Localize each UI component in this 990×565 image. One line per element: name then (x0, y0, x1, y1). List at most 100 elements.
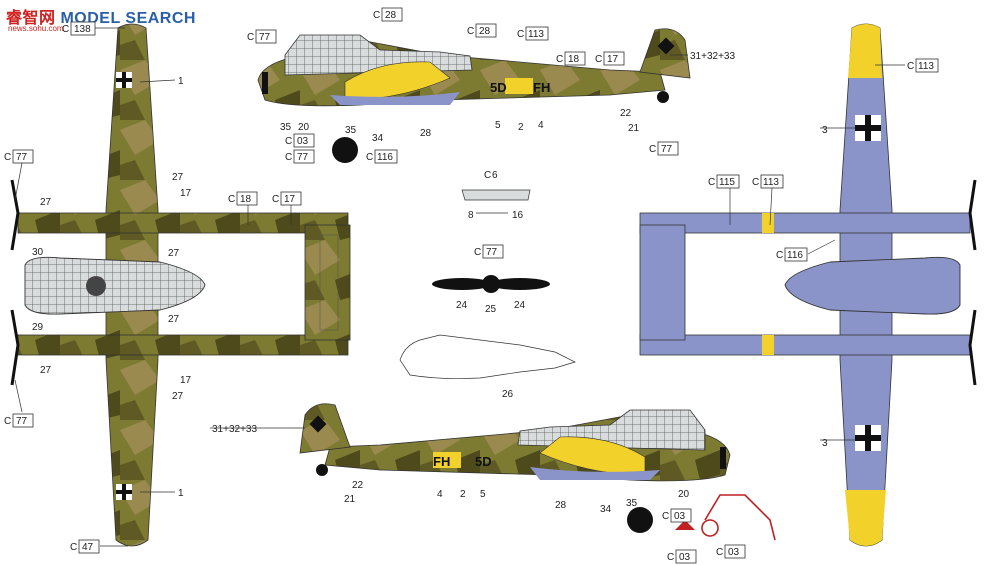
callout-c6: 6 (492, 170, 498, 181)
num-27d: 27 (168, 314, 180, 325)
callout-c03a: 03 (297, 136, 309, 147)
svg-text:C: C (4, 152, 11, 163)
svg-text:C: C (556, 54, 563, 65)
num-35c: 35 (626, 498, 638, 509)
watermark-brand-cn: 睿智网 (6, 10, 56, 27)
num-2b: 2 (460, 489, 466, 500)
svg-text:C: C (474, 247, 481, 258)
num-5b: 5 (480, 489, 486, 500)
num-31-32-33a: 31+32+33 (690, 51, 735, 62)
num-27a: 27 (40, 197, 52, 208)
num-22a: 22 (620, 108, 632, 119)
num-3b: 3 (822, 438, 828, 449)
svg-text:C: C (595, 54, 602, 65)
svg-text:C: C (62, 24, 69, 35)
unit-code-right-b: 5D (475, 454, 492, 469)
callout-c77-tail: 77 (661, 144, 673, 155)
num-29: 29 (32, 322, 44, 333)
svg-text:C: C (907, 61, 914, 72)
balkenkreuz-icon (855, 425, 881, 451)
num-22b: 22 (352, 480, 364, 491)
svg-text:C: C (667, 552, 674, 563)
callout-c77-left1: 77 (16, 152, 28, 163)
svg-text:C: C (70, 542, 77, 553)
num-8: 8 (468, 210, 474, 221)
svg-text:C: C (716, 547, 723, 558)
callout-c28b: 28 (479, 26, 491, 37)
num-24a: 24 (456, 300, 468, 311)
svg-text:C: C (366, 152, 373, 163)
callout-c47: 47 (82, 542, 94, 553)
callout-c03c: 03 (679, 552, 691, 563)
svg-text:C: C (228, 194, 235, 205)
num-35b: 35 (345, 125, 357, 136)
detail-panel (399, 189, 776, 541)
callout-c77-wheel: 77 (297, 152, 309, 163)
num-28a: 28 (420, 128, 432, 139)
unit-code-left-b: FH (433, 454, 450, 469)
callout-c28a: 28 (385, 10, 397, 21)
num-1b: 1 (178, 488, 184, 499)
callout-c18b: 18 (240, 194, 252, 205)
num-21b: 21 (344, 494, 356, 505)
num-1a: 1 (178, 76, 184, 87)
num-31-32-33b: 31+32+33 (212, 424, 257, 435)
num-4a: 4 (538, 120, 544, 131)
callout-c113-top: 113 (918, 61, 934, 72)
part-numbers: 1 1 3 3 27 17 27 30 29 27 27 27 17 27 35… (32, 51, 828, 515)
callout-c18a: 18 (568, 54, 580, 65)
num-27f: 27 (172, 391, 184, 402)
callout-c116a: 116 (377, 152, 393, 163)
callout-c116b: 116 (787, 250, 803, 261)
callout-c77-nose: 77 (259, 32, 271, 43)
svg-text:C: C (285, 152, 292, 163)
callout-c113a: 113 (528, 29, 544, 40)
balkenkreuz-icon (855, 115, 881, 141)
svg-text:C: C (272, 194, 279, 205)
num-24b: 24 (514, 300, 526, 311)
callout-c113b: 113 (763, 177, 779, 188)
svg-text:C: C (708, 177, 715, 188)
side-profile-left: 5D FH (257, 28, 691, 163)
num-34a: 34 (372, 133, 384, 144)
num-27e: 27 (40, 365, 52, 376)
callout-c17a: 17 (607, 54, 619, 65)
num-34b: 34 (600, 504, 612, 515)
callout-c17b: 17 (284, 194, 296, 205)
callout-c115: 115 (719, 177, 735, 188)
watermark-url: news.sohu.com (8, 24, 64, 33)
svg-text:C: C (752, 177, 759, 188)
top-view (10, 23, 351, 547)
callout-c77-prop: 77 (486, 247, 498, 258)
num-20a: 20 (298, 122, 310, 133)
svg-text:C: C (467, 26, 474, 37)
num-5a: 5 (495, 120, 501, 131)
svg-text:C: C (649, 144, 656, 155)
svg-text:C: C (662, 511, 669, 522)
callout-c77-left2: 77 (16, 416, 28, 427)
num-30: 30 (32, 247, 44, 258)
num-35a: 35 (280, 122, 292, 133)
balkenkreuz-icon (116, 484, 132, 500)
num-17a: 17 (180, 188, 192, 199)
callout-c138: 138 (74, 24, 91, 35)
leader-lines (14, 27, 905, 547)
svg-text:C: C (4, 416, 11, 427)
num-4b: 4 (437, 489, 443, 500)
num-16: 16 (512, 210, 524, 221)
callout-c03b: 03 (674, 511, 686, 522)
num-21a: 21 (628, 123, 640, 134)
unit-code-right: FH (533, 80, 550, 95)
num-3a: 3 (822, 125, 828, 136)
num-20b: 20 (678, 489, 690, 500)
svg-text:C: C (484, 170, 491, 181)
svg-text:C: C (373, 10, 380, 21)
callouts: C 138 C 28 C 77 C 28 C 113 C 18 C 17 C 0… (4, 7, 939, 564)
num-27b: 27 (172, 172, 184, 183)
num-17b: 17 (180, 375, 192, 386)
num-2a: 2 (518, 122, 524, 133)
svg-text:C: C (517, 29, 524, 40)
side-profile-right: FH 5D (299, 403, 731, 533)
svg-text:C: C (776, 250, 783, 261)
